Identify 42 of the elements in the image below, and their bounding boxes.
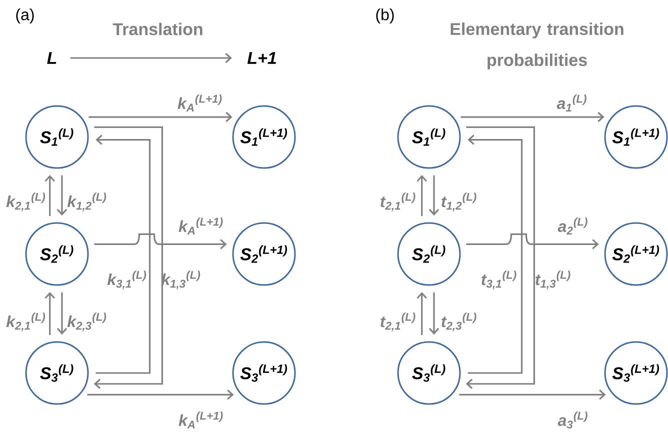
- edge-label: t$_{2,1}$(L): [380, 192, 416, 212]
- edge-label: Translation: [112, 22, 202, 36]
- arrow: [87, 390, 234, 400]
- arrow: [466, 126, 535, 389]
- arrow: [88, 112, 232, 122]
- panel-label: (b): [376, 8, 394, 24]
- arrow: [94, 233, 227, 250]
- edge-label: k$_{3,1}$(L): [107, 270, 146, 290]
- arrow: [96, 134, 151, 374]
- edge-label: k$_{A}$(L+1): [178, 412, 223, 428]
- position-label: L: [47, 52, 56, 64]
- edge-label: k$_{1,2}$(L): [67, 192, 106, 212]
- arrow: [466, 233, 599, 250]
- arrow: [44, 174, 55, 216]
- edge-label: a$_{1}$(L): [556, 94, 586, 112]
- arrow: [428, 175, 440, 216]
- arrow: [44, 292, 55, 336]
- arrow: [416, 292, 427, 336]
- arrow: [56, 292, 68, 335]
- edge-label: t$_{3,1}$(L): [482, 270, 516, 290]
- panel-label: (a): [16, 8, 34, 24]
- edge-label: k$_{A}$(L+1): [178, 94, 222, 112]
- edge-label: k$_{A}$(L+1): [178, 218, 223, 234]
- arrow: [70, 52, 232, 64]
- edge-label: a$_{3}$(L): [558, 411, 588, 429]
- arrow: [94, 126, 163, 389]
- edge-label: k$_{2,1}$(L): [6, 192, 46, 212]
- edge-label: t$_{2,3}$(L): [442, 312, 476, 332]
- arrow: [460, 112, 604, 122]
- edge-label: t$_{2,1}$(L): [380, 312, 416, 332]
- edge-label: t$_{1,2}$(L): [442, 192, 476, 212]
- title: Elementary transition probabilities: [450, 22, 624, 70]
- arrow: [428, 292, 440, 335]
- position-label: L+1: [247, 52, 276, 64]
- arrow: [416, 174, 427, 216]
- arrow: [459, 390, 606, 400]
- edge-label: a$_{2}$(L): [558, 218, 588, 234]
- edge-label: k$_{2,3}$(L): [67, 312, 106, 332]
- edge-label: k$_{2,1}$(L): [6, 312, 46, 332]
- edge-label: t$_{1,3}$(L): [536, 270, 570, 290]
- arrow: [56, 175, 68, 216]
- arrow: [468, 134, 523, 374]
